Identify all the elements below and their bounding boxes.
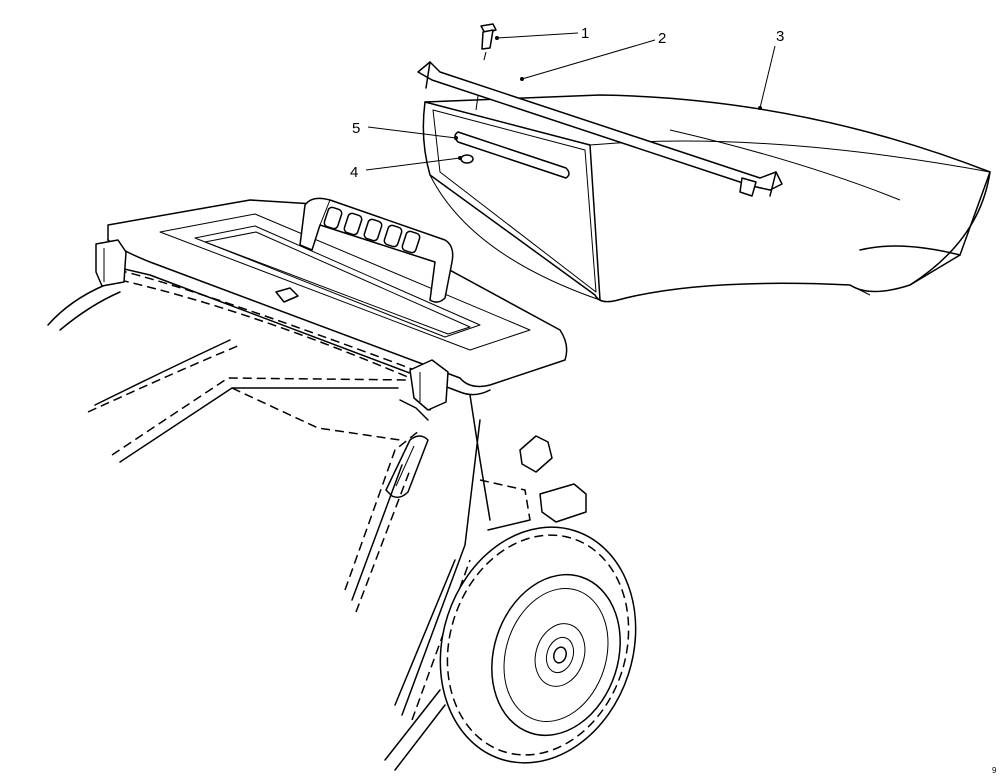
callout-3: 3 bbox=[776, 28, 784, 45]
leader-4 bbox=[365, 157, 461, 171]
leader-lines bbox=[365, 32, 776, 171]
leader-2 bbox=[521, 39, 656, 80]
nut bbox=[460, 154, 474, 164]
rear-door-handle-assembly bbox=[95, 197, 568, 421]
callout-4: 4 bbox=[350, 164, 358, 181]
strap bbox=[454, 131, 570, 179]
callout-2: 2 bbox=[658, 30, 666, 47]
hanger-rod bbox=[417, 61, 783, 197]
leader-3 bbox=[759, 45, 776, 109]
handle-ribs bbox=[323, 206, 421, 254]
side-discharge-chute bbox=[422, 94, 991, 303]
leader-5 bbox=[367, 126, 457, 139]
bolt bbox=[480, 23, 497, 50]
wheel-assembly bbox=[439, 435, 637, 764]
leader-1 bbox=[496, 32, 579, 39]
callout-5: 5 bbox=[352, 120, 360, 137]
corner-mark: 9 bbox=[992, 766, 997, 775]
callout-1: 1 bbox=[581, 25, 589, 42]
